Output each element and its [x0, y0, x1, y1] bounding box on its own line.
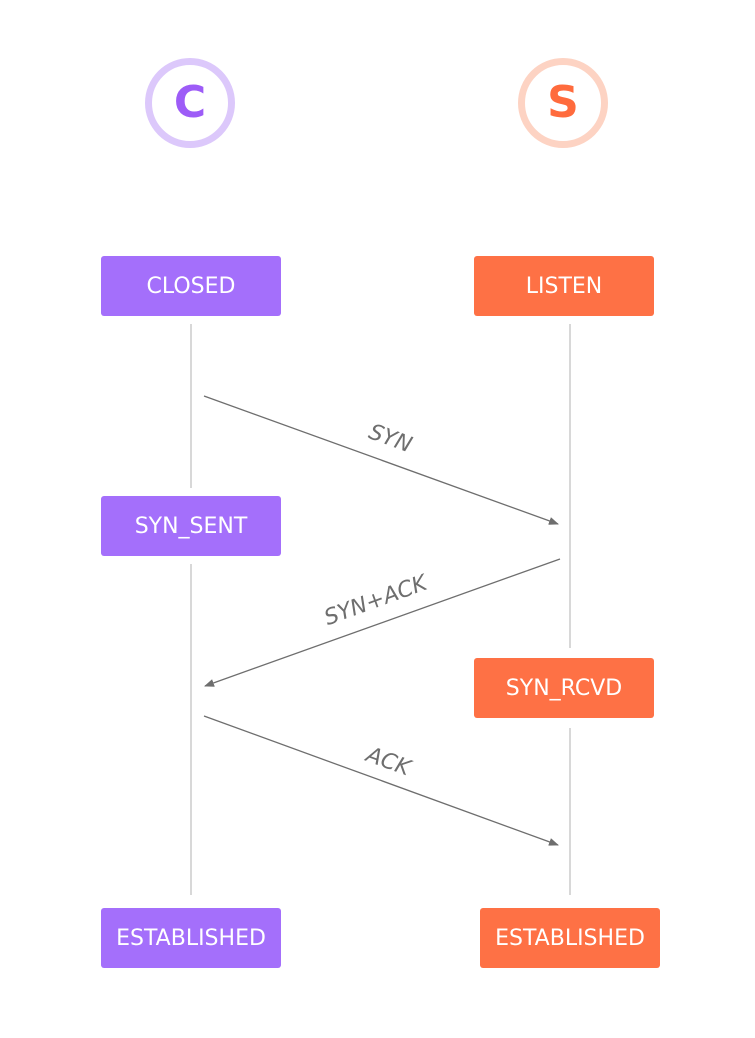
- client-state-closed: CLOSED: [101, 256, 281, 316]
- client-initial: C: [173, 77, 207, 128]
- server-initial: S: [547, 77, 579, 128]
- server-state-established: ESTABLISHED: [480, 908, 660, 968]
- state-label: SYN_SENT: [134, 513, 248, 539]
- syn-label: SYN: [365, 420, 415, 458]
- state-label: SYN_RCVD: [505, 675, 623, 701]
- client-state-syn-sent: SYN_SENT: [101, 496, 281, 556]
- state-label: LISTEN: [525, 273, 603, 299]
- client-avatar: C: [145, 58, 235, 148]
- syn-arrow: [203, 395, 559, 525]
- syn-ack-label: SYN+ACK: [321, 570, 432, 631]
- server-state-listen: LISTEN: [474, 256, 654, 316]
- server-avatar: S: [518, 58, 608, 148]
- server-state-syn-rcvd: SYN_RCVD: [474, 658, 654, 718]
- state-label: ESTABLISHED: [495, 925, 645, 951]
- syn-ack-arrow: [204, 558, 561, 687]
- client-state-established: ESTABLISHED: [101, 908, 281, 968]
- state-label: CLOSED: [146, 273, 236, 299]
- state-label: ESTABLISHED: [116, 925, 266, 951]
- ack-arrow: [203, 715, 559, 846]
